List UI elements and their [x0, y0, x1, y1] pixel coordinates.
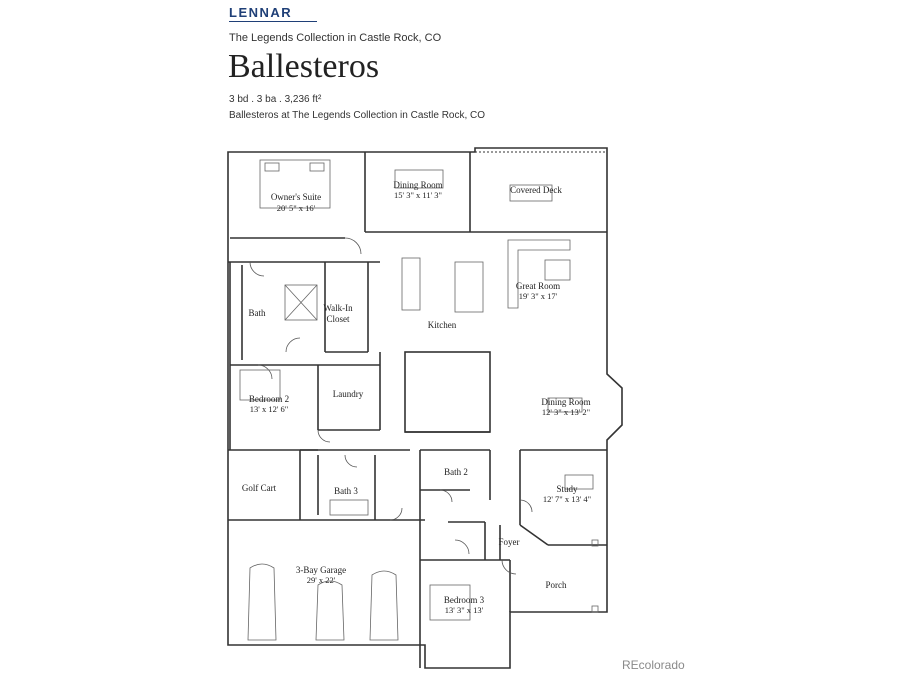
door-swings: [249, 237, 533, 575]
dim-bedroom-2: 13' x 12' 6": [250, 404, 288, 414]
bedroom3-bed: [429, 584, 471, 621]
dim-dining-room-1: 15' 3" x 11' 3": [394, 190, 442, 200]
dim-dining-room-2: 12' 3" x 13' 2": [542, 407, 590, 417]
label-walk-in: Walk-In: [323, 303, 353, 313]
bath-shower: [284, 284, 318, 321]
lennar-logo: LENNAR: [229, 5, 293, 20]
bedroom2-bed: [239, 369, 281, 401]
plan-subtitle: Ballesteros at The Legends Collection in…: [229, 110, 486, 121]
plan-title: Ballesteros: [228, 48, 380, 85]
label-kitchen: Kitchen: [428, 320, 457, 330]
furniture: [239, 159, 599, 641]
dining-table-2: [547, 397, 583, 413]
label-bath-2: Bath 2: [444, 467, 468, 477]
label-bedroom-3: Bedroom 3: [444, 595, 485, 605]
car-2: [315, 580, 345, 641]
dim-bedroom-3: 13' 3" x 13': [445, 605, 484, 615]
kitchen-island-2: [454, 261, 484, 313]
kitchen-island: [401, 257, 421, 311]
label-garage: 3-Bay Garage: [296, 565, 346, 575]
study-desk: [564, 474, 594, 490]
label-closet: Closet: [326, 314, 350, 324]
label-dining-room-2: Dining Room: [541, 397, 590, 407]
plan-specs: 3 bd . 3 ba . 3,236 ft²: [229, 94, 322, 105]
deck-table: [509, 184, 553, 202]
sofa: [507, 239, 571, 309]
bath3-tub: [329, 499, 369, 516]
collection-name: The Legends Collection in Castle Rock, C…: [229, 32, 442, 44]
label-bedroom-2: Bedroom 2: [249, 394, 289, 404]
label-laundry: Laundry: [333, 389, 364, 399]
owners-bed: [259, 159, 331, 209]
source-watermark: REcolorado: [622, 658, 685, 672]
label-owners-suite: Owner's Suite: [271, 192, 321, 202]
car-1: [247, 563, 277, 641]
dim-great-room: 19' 3" x 17': [519, 291, 558, 301]
label-covered-deck: Covered Deck: [510, 185, 562, 195]
dim-garage: 29' x 22': [307, 575, 336, 585]
deck-railing: [475, 151, 608, 232]
label-study: Study: [556, 484, 578, 494]
walls: [227, 147, 623, 669]
label-bath: Bath: [249, 308, 266, 318]
dim-study: 12' 7" x 13' 4": [543, 494, 591, 504]
dim-owners-suite: 20' 5" x 16': [277, 203, 316, 213]
label-porch: Porch: [546, 580, 567, 590]
label-foyer: Foyer: [499, 537, 520, 547]
car-3: [369, 570, 399, 641]
logo-underline: [229, 21, 317, 22]
label-bath-3: Bath 3: [334, 486, 358, 496]
label-dining-room-1: Dining Room: [393, 180, 442, 190]
label-great-room: Great Room: [516, 281, 560, 291]
label-golf-cart: Golf Cart: [242, 483, 277, 493]
dining-table-1: [394, 169, 444, 189]
